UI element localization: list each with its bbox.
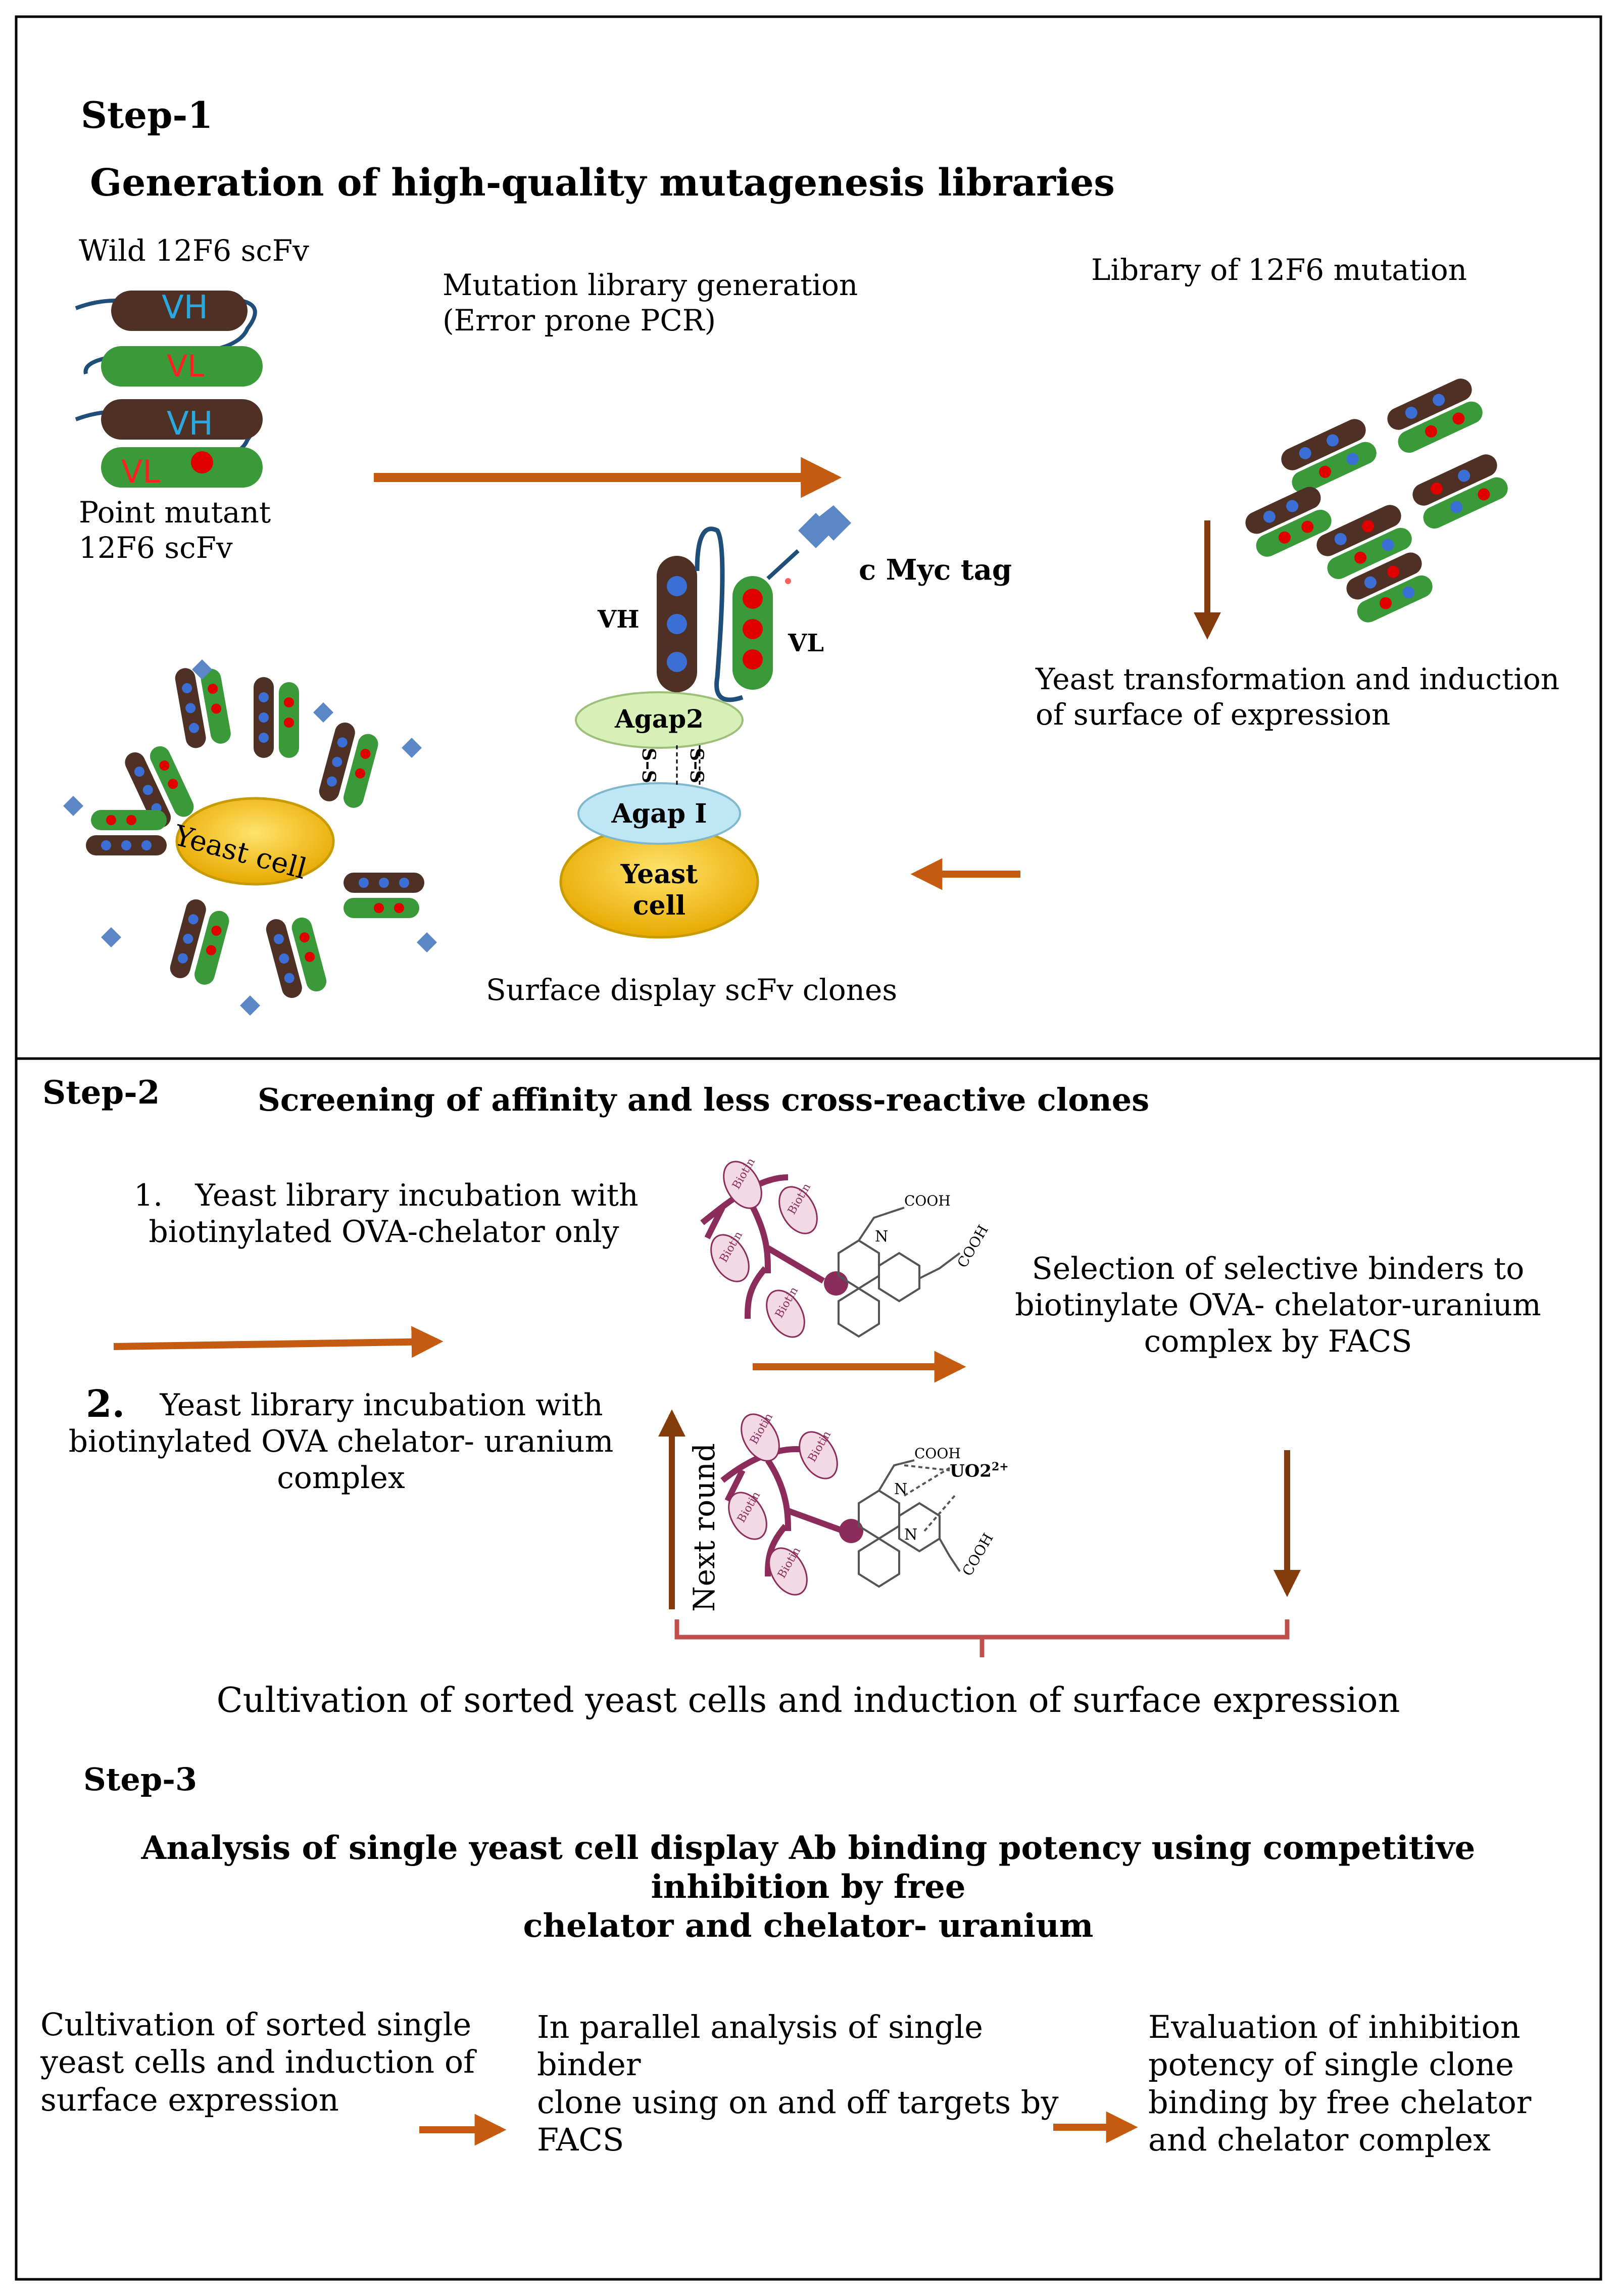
yeast-cell-display-icon	[63, 659, 437, 1016]
construct-vl-label: VL	[788, 629, 824, 657]
svg-text:VL: VL	[121, 453, 160, 490]
cooh-label: COOH	[914, 1445, 961, 1462]
point-mutant-label: Point mutant 12F6 scFv	[79, 495, 271, 565]
library-label: Library of 12F6 mutation	[1091, 253, 1467, 287]
yeast-transformation-label: Yeast transformation and induction of su…	[1036, 662, 1560, 732]
cultivation-bracket	[674, 1619, 1290, 1657]
uranyl-label: UO22+	[950, 1460, 1009, 1481]
agap1-label: Agap I	[611, 798, 707, 829]
construct-vh-label: VH	[598, 605, 640, 634]
cultivation-text: Cultivation of sorted yeast cells and in…	[216, 1681, 1400, 1720]
arrow-incubation	[113, 1326, 444, 1358]
disulfide-label-2: S–S	[686, 748, 707, 783]
wild-scfv-icon: VH VL	[75, 289, 263, 387]
svg-text:VH: VH	[167, 405, 213, 443]
nitrogen-label: N	[894, 1480, 908, 1498]
item2-text: Yeast library incubation with biotinylat…	[68, 1388, 614, 1496]
point-mutant-scfv-icon: VH VL	[75, 399, 263, 490]
item1-text: Yeast library incubation with biotinylat…	[149, 1178, 639, 1250]
phenanthroline-ring-icon	[838, 1207, 961, 1338]
mutation-library-icon	[1245, 378, 1508, 623]
step2-step3-frame	[15, 1057, 1602, 2281]
step3-heading: Step-3	[83, 1761, 198, 1798]
item2-number: 2.	[86, 1382, 125, 1426]
cooh-label: COOH	[904, 1192, 951, 1209]
step3-col3: Evaluation of inhibition potency of sing…	[1148, 2008, 1532, 2159]
step2-title: Screening of affinity and less cross-rea…	[258, 1081, 1150, 1118]
mutation-generation-label: Mutation library generation (Error prone…	[443, 268, 858, 338]
agap2-label: Agap2	[615, 704, 704, 734]
nitrogen-label: N	[875, 1228, 889, 1246]
wild-vh-label: VH	[162, 289, 208, 326]
surface-display-construct	[559, 505, 851, 939]
wild-vl-label: VL	[167, 349, 205, 384]
next-round-label: Next round	[687, 1443, 721, 1612]
step1-title: Generation of high-quality mutagenesis l…	[90, 161, 1115, 205]
step1-heading: Step-1	[81, 93, 213, 136]
selection-text: Selection of selective binders to biotin…	[1015, 1251, 1541, 1359]
step3-col2: In parallel analysis of single binder cl…	[537, 2008, 1059, 2159]
step3-title: Analysis of single yeast cell display Ab…	[141, 1829, 1476, 1945]
wild-scfv-label: Wild 12F6 scFv	[79, 233, 309, 268]
myc-tag-label: c Myc tag	[859, 553, 1012, 587]
item1-number: 1.	[134, 1178, 163, 1213]
surface-display-label: Surface display scFv clones	[486, 973, 898, 1007]
ova-uranium-molecule-icon	[720, 1413, 863, 1596]
step2-heading: Step-2	[42, 1074, 160, 1112]
construct-yeast-cell-label: Yeast cell	[620, 859, 698, 922]
nitrogen-label: N	[904, 1526, 918, 1544]
disulfide-label-1: S–S	[638, 748, 659, 783]
step3-col1: Cultivation of sorted single yeast cells…	[40, 2006, 475, 2118]
uranium-complex-ring-icon	[858, 1459, 961, 1588]
